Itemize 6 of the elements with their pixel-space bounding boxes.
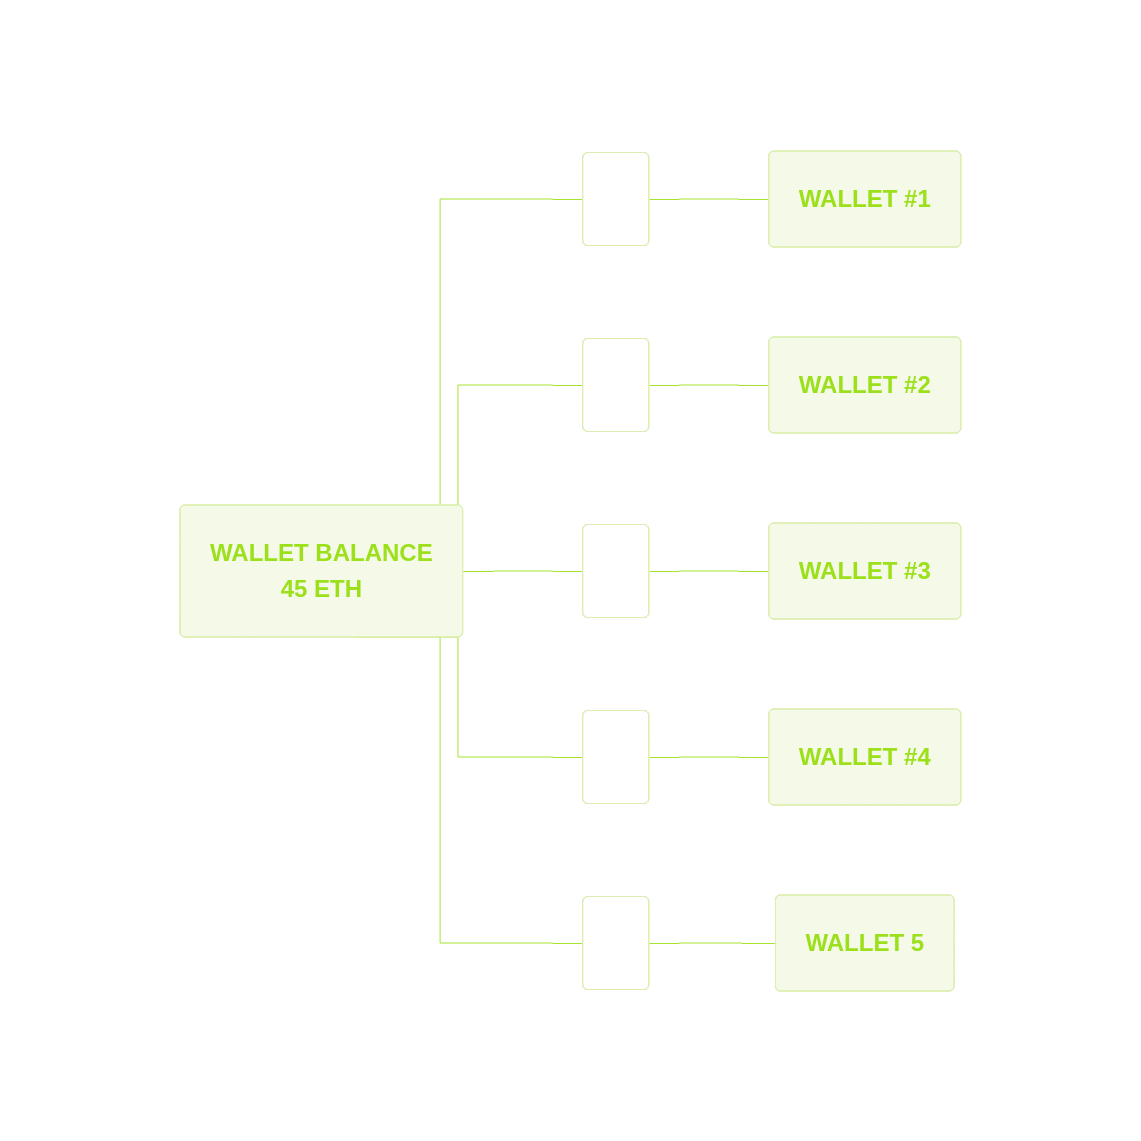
connector bbox=[648, 756, 770, 758]
connector bbox=[648, 942, 777, 944]
connector bbox=[648, 570, 770, 572]
connector bbox=[462, 570, 584, 572]
connector bbox=[648, 198, 770, 200]
connector bbox=[648, 384, 770, 386]
